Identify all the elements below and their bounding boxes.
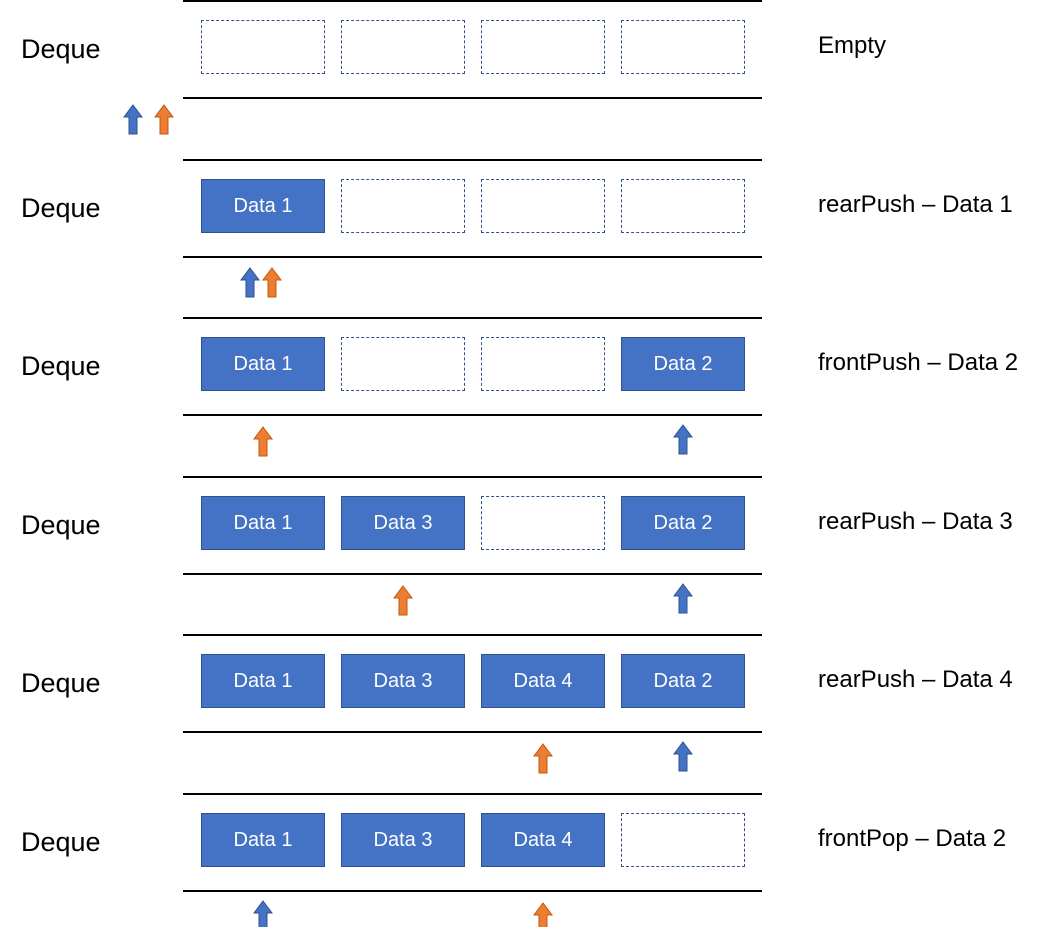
data-cell: Data 1 bbox=[201, 179, 325, 233]
empty-cell bbox=[481, 20, 605, 74]
rear-pointer-arrow-icon bbox=[393, 585, 413, 616]
front-pointer-arrow-icon bbox=[253, 900, 273, 927]
row-top-line bbox=[183, 317, 762, 319]
rear-pointer-arrow-icon bbox=[262, 267, 282, 298]
empty-cell bbox=[201, 20, 325, 74]
row-top-line bbox=[183, 634, 762, 636]
data-cell: Data 3 bbox=[341, 813, 465, 867]
row-bottom-line bbox=[183, 256, 762, 258]
data-cell: Data 1 bbox=[201, 337, 325, 391]
data-cell: Data 1 bbox=[201, 496, 325, 550]
data-cell: Data 3 bbox=[341, 496, 465, 550]
empty-cell bbox=[621, 20, 745, 74]
deque-label: Deque bbox=[21, 193, 101, 223]
empty-cell bbox=[341, 179, 465, 233]
rear-pointer-arrow-icon bbox=[154, 104, 174, 135]
empty-cell bbox=[481, 337, 605, 391]
operation-label: rearPush – Data 3 bbox=[818, 508, 1013, 535]
row-top-line bbox=[183, 0, 762, 2]
deque-label: Deque bbox=[21, 668, 101, 698]
deque-label: Deque bbox=[21, 351, 101, 381]
row-top-line bbox=[183, 793, 762, 795]
deque-label: Deque bbox=[21, 510, 101, 540]
data-cell: Data 4 bbox=[481, 654, 605, 708]
front-pointer-arrow-icon bbox=[673, 424, 693, 455]
data-cell: Data 4 bbox=[481, 813, 605, 867]
front-pointer-arrow-icon bbox=[673, 741, 693, 772]
data-cell: Data 1 bbox=[201, 654, 325, 708]
row-bottom-line bbox=[183, 731, 762, 733]
data-cell: Data 3 bbox=[341, 654, 465, 708]
row-top-line bbox=[183, 476, 762, 478]
deque-label: Deque bbox=[21, 827, 101, 857]
row-bottom-line bbox=[183, 414, 762, 416]
data-cell: Data 2 bbox=[621, 337, 745, 391]
row-bottom-line bbox=[183, 890, 762, 892]
deque-label: Deque bbox=[21, 34, 101, 64]
empty-cell bbox=[481, 496, 605, 550]
operation-label: frontPush – Data 2 bbox=[818, 349, 1019, 376]
operation-label: frontPop – Data 2 bbox=[818, 825, 1007, 852]
data-cell: Data 1 bbox=[201, 813, 325, 867]
empty-cell bbox=[621, 813, 745, 867]
data-cell: Data 2 bbox=[621, 496, 745, 550]
empty-cell bbox=[341, 337, 465, 391]
operation-label: Empty bbox=[818, 32, 887, 59]
rear-pointer-arrow-icon bbox=[253, 426, 273, 457]
empty-cell bbox=[481, 179, 605, 233]
data-cell: Data 2 bbox=[621, 654, 745, 708]
rear-pointer-arrow-icon bbox=[533, 743, 553, 774]
empty-cell bbox=[341, 20, 465, 74]
row-top-line bbox=[183, 159, 762, 161]
front-pointer-arrow-icon bbox=[240, 267, 260, 298]
row-bottom-line bbox=[183, 573, 762, 575]
operation-label: rearPush – Data 1 bbox=[818, 191, 1013, 218]
front-pointer-arrow-icon bbox=[123, 104, 143, 135]
front-pointer-arrow-icon bbox=[673, 583, 693, 614]
rear-pointer-arrow-icon bbox=[533, 902, 553, 927]
operation-label: rearPush – Data 4 bbox=[818, 666, 1013, 693]
row-bottom-line bbox=[183, 97, 762, 99]
empty-cell bbox=[621, 179, 745, 233]
